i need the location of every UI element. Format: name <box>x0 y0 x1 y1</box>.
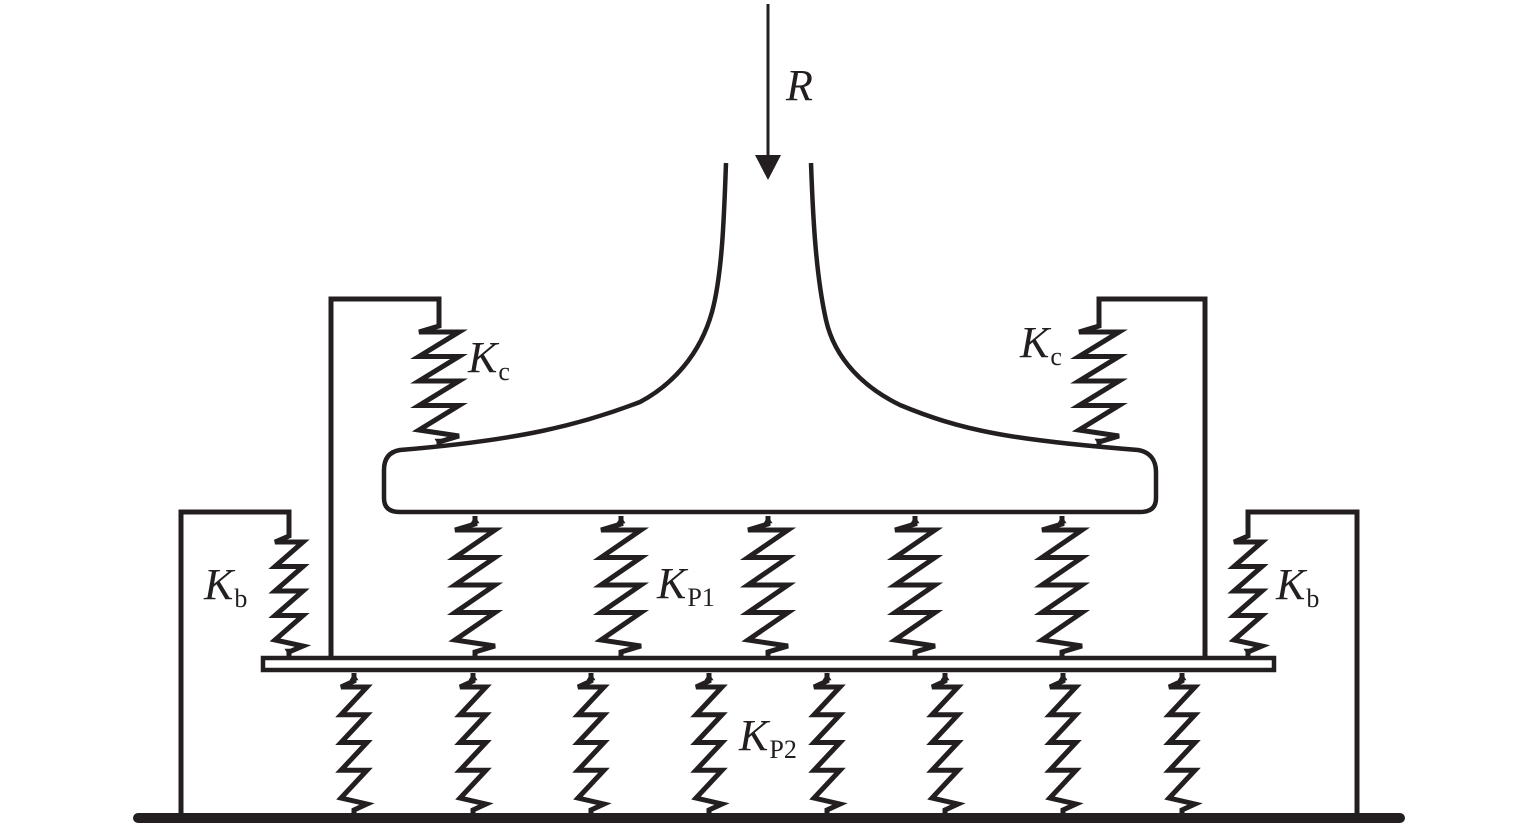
fastener-springs-kc <box>410 318 1128 446</box>
spring-kc-left-coil <box>410 318 468 446</box>
rail-profile <box>381 162 1159 515</box>
load-arrow <box>755 4 781 180</box>
label-kp2-sub: P2 <box>769 735 797 764</box>
spring-kp2-8-arrowhead <box>1177 673 1187 681</box>
label-kb-left-sub: b <box>234 584 248 613</box>
spring-kp1-1 <box>446 516 504 656</box>
spring-kp1-2 <box>592 516 650 656</box>
spring-kp2-6-arrowhead <box>940 673 950 681</box>
label-kc-left-main: K <box>468 333 498 382</box>
label-kc-right: Kc <box>1020 318 1062 370</box>
spring-kp2-4-coil <box>690 673 730 814</box>
frame-right-outer <box>1245 509 1360 818</box>
spring-kp2-6-coil <box>926 673 966 814</box>
spring-kp1-1-coil <box>446 516 504 656</box>
label-kb-left: Kb <box>204 560 247 612</box>
spring-kb-left-coil <box>268 528 312 656</box>
label-kc-right-main: K <box>1020 318 1050 367</box>
spring-kb-right-coil <box>1227 528 1271 656</box>
spring-kp2-7 <box>1044 673 1084 814</box>
label-kp2-main: K <box>739 711 769 760</box>
spring-kp1-5-arrowhead <box>1057 516 1067 524</box>
label-kp1: KP1 <box>657 559 715 611</box>
spring-kb-right <box>1227 528 1271 656</box>
label-kb-right: Kb <box>1276 560 1319 612</box>
spring-kp1-5 <box>1033 516 1091 656</box>
load-arrow-head <box>755 155 781 180</box>
spring-kp2-2-arrowhead <box>468 673 478 681</box>
label-kb-right-sub: b <box>1306 584 1320 613</box>
label-kb-right-main: K <box>1276 560 1306 609</box>
spring-kp2-1-arrowhead <box>349 673 359 681</box>
frame-right-inner <box>1096 296 1208 658</box>
spring-kp2-1 <box>335 673 375 814</box>
spring-kp1-3 <box>739 516 797 656</box>
spring-kb-left <box>268 528 312 656</box>
sleeper-rect <box>260 655 1277 673</box>
spring-kp2-3-arrowhead <box>586 673 596 681</box>
spring-kp1-1-arrowhead <box>470 516 480 524</box>
spring-kp2-5 <box>808 673 848 814</box>
label-kp2: KP2 <box>739 711 797 763</box>
spring-kc-left <box>410 318 468 446</box>
label-kp1-sub: P1 <box>687 583 715 612</box>
frame-left-outer <box>178 509 292 818</box>
load-symbol: R <box>786 61 813 110</box>
spring-kp2-4 <box>690 673 730 814</box>
spring-kp2-8 <box>1163 673 1203 814</box>
spring-kp1-2-arrowhead <box>616 516 626 524</box>
spring-kp2-2 <box>454 673 494 814</box>
label-kc-left-sub: c <box>498 357 510 386</box>
spring-kc-right-arrowhead <box>1094 438 1104 446</box>
sleeper-plate <box>260 655 1277 673</box>
spring-kc-left-arrowhead <box>434 438 444 446</box>
spring-kp2-6 <box>926 673 966 814</box>
label-kc-right-sub: c <box>1050 342 1062 371</box>
spring-kp1-3-arrowhead <box>763 516 773 524</box>
pad-springs-kp1 <box>446 516 1091 656</box>
label-kp1-main: K <box>657 559 687 608</box>
shoulder-springs-kb <box>268 528 1271 656</box>
spring-kp2-5-coil <box>808 673 848 814</box>
spring-kp2-2-coil <box>454 673 494 814</box>
spring-kp2-3-coil <box>572 673 612 814</box>
spring-kb-right-arrowhead <box>1243 648 1253 656</box>
frame-left-inner <box>328 296 442 658</box>
spring-kp2-1-coil <box>335 673 375 814</box>
spring-kp2-4-arrowhead <box>704 673 714 681</box>
spring-kp1-3-coil <box>739 516 797 656</box>
spring-kp2-7-coil <box>1044 673 1084 814</box>
spring-kp1-4-arrowhead <box>910 516 920 524</box>
rail-outline <box>381 162 1159 515</box>
label-kc-left: Kc <box>468 333 510 385</box>
spring-kp2-7-arrowhead <box>1058 673 1068 681</box>
spring-kb-left-arrowhead <box>284 648 294 656</box>
spring-kp1-4 <box>886 516 944 656</box>
spring-kp2-8-coil <box>1163 673 1203 814</box>
support-frames <box>178 296 1360 818</box>
spring-kp1-5-coil <box>1033 516 1091 656</box>
spring-kp1-2-coil <box>592 516 650 656</box>
spring-kp1-4-coil <box>886 516 944 656</box>
spring-kc-right <box>1070 318 1128 446</box>
spring-kp2-3 <box>572 673 612 814</box>
load-label-r: R <box>786 64 813 108</box>
label-kb-left-main: K <box>204 560 234 609</box>
spring-kc-right-coil <box>1070 318 1128 446</box>
ballast-springs-kp2 <box>335 673 1203 814</box>
spring-kp2-5-arrowhead <box>822 673 832 681</box>
